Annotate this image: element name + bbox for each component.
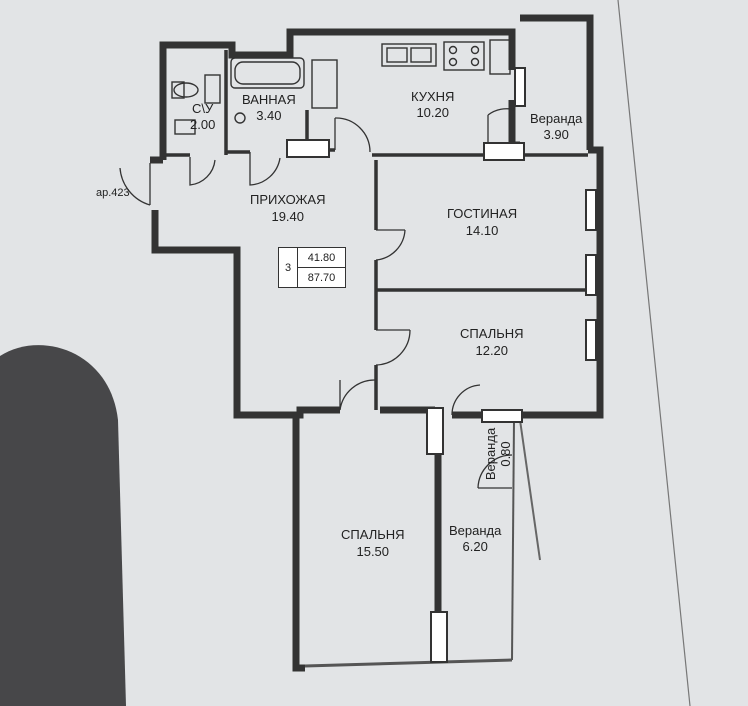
wall-south-west [151, 210, 340, 419]
room-name: КУХНЯ [411, 89, 455, 104]
room-area: 6.20 [462, 539, 488, 554]
room-area: 10.20 [416, 105, 449, 120]
rooms-count: 3 [279, 248, 298, 287]
room-area: 14.10 [465, 223, 499, 238]
entrance-label: ар.423 [96, 187, 130, 199]
room-name: ПРИХОЖАЯ [250, 192, 326, 207]
room-label-bathroom: ВАННАЯ 3.40 [242, 93, 296, 122]
room-area: 12.20 [475, 343, 509, 358]
room-label-hallway: ПРИХОЖАЯ 19.40 [250, 193, 326, 223]
kitchen-appliances [381, 39, 511, 75]
room-name: СПАЛЬНЯ [341, 527, 405, 542]
room-name: ВАННАЯ [242, 92, 296, 107]
window-south [304, 658, 513, 668]
room-label-wc: С\У 2.00 [190, 102, 215, 131]
veranda-rail [511, 419, 515, 661]
room-label-kitchen: КУХНЯ 10.20 [411, 90, 454, 119]
room-area: 0.80 [498, 441, 514, 467]
inner-walls [163, 50, 592, 410]
wall-veranda-east [520, 14, 594, 150]
room-name: ГОСТИНАЯ [447, 206, 518, 221]
room-name: Веранда [530, 111, 583, 126]
toilet [171, 74, 221, 135]
room-label-bedroom-2: СПАЛЬНЯ 15.50 [341, 528, 405, 558]
room-label-veranda-kitchen: Веранда 3.90 [530, 112, 582, 141]
paper-edge-line [617, 0, 691, 706]
room-name: СПАЛЬНЯ [460, 326, 524, 341]
bathtub [230, 57, 338, 124]
column-blocks [286, 67, 597, 663]
room-name: С\У [192, 101, 214, 116]
wall-east [520, 146, 604, 419]
room-area: 2.00 [190, 117, 216, 132]
room-label-veranda-narrow: Веранда 0.80 [483, 427, 514, 481]
room-label-bedroom-1: СПАЛЬНЯ 12.20 [460, 327, 524, 357]
area-summary-box: 3 41.80 87.70 [278, 247, 346, 288]
room-name: Веранда [449, 523, 502, 538]
room-name: Веранда [483, 427, 499, 481]
room-label-living: ГОСТИНАЯ 14.10 [447, 207, 517, 237]
veranda-narrow-rail [519, 419, 541, 561]
door-swings [119, 108, 516, 489]
room-label-veranda-bedroom: Веранда 6.20 [449, 524, 501, 553]
shadow-region [0, 345, 126, 706]
room-area: 19.40 [271, 209, 305, 224]
living-area: 41.80 [298, 248, 345, 268]
total-area: 87.70 [307, 271, 336, 284]
room-area: 15.50 [356, 544, 390, 559]
wall-north [159, 28, 516, 160]
room-area: 3.40 [256, 108, 282, 123]
room-area: 3.90 [543, 127, 569, 142]
